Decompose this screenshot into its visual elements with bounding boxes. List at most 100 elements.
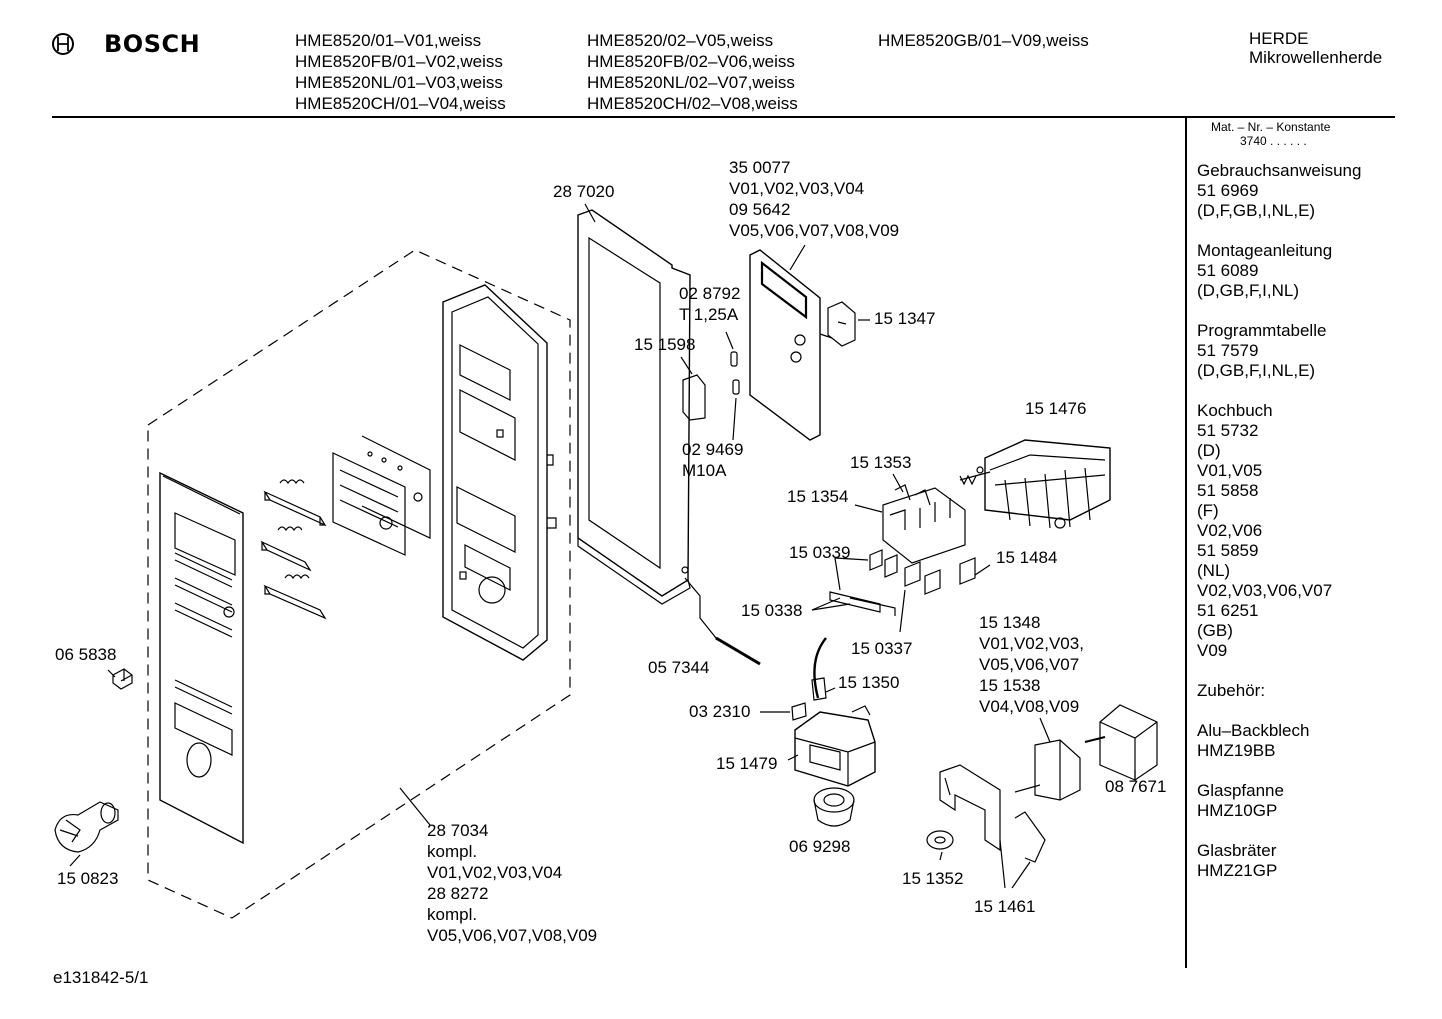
doc-group-installation: Montageanleitung 51 6089 (D,GB,F,I,NL) [1197,241,1432,301]
doc-group-glass-roaster: Glasbräter HMZ21GP [1197,841,1432,881]
fuse-holder [682,374,706,421]
part-number: 28 8272 [427,884,489,903]
doc-line: Montageanleitung [1197,241,1333,260]
doc-line: Alu–Backblech [1197,721,1310,740]
model-entry: HME8520FB/01–V02,weiss [295,52,503,71]
doc-line: HMZ21GP [1197,861,1278,880]
doc-line: 51 6969 [1197,181,1259,200]
doc-line: V09 [1197,641,1228,660]
document-id: e131842-5/1 [53,968,149,987]
micro-switches [869,549,976,595]
part-065838: 06 5838 [55,645,117,664]
part-028792: 02 8792 T 1,25A [679,283,740,325]
part-number: 35 0077 [729,158,791,177]
doc-group-baking-tray: Alu–Backblech HMZ19BB [1197,721,1432,761]
part-variants: V05,V06,V07 [979,655,1080,674]
small-bracket [791,702,807,721]
part-rating: M10A [682,461,727,480]
part-150823: 15 0823 [57,869,119,888]
selector-switch [959,439,1111,529]
part-350077: 35 0077 V01,V02,V03,V04 09 5642 V05,V06,… [729,157,899,241]
doc-line: (NL) [1197,561,1231,580]
model-entry: HME8520CH/01–V04,weiss [295,94,506,113]
model-entry: HME8520NL/01–V03,weiss [295,73,503,92]
part-151461: 15 1461 [974,897,1036,916]
model-list-3: HME8520GB/01–V09,weiss [878,30,1089,51]
doc-line: Zubehör: [1197,681,1266,700]
part-151598: 15 1598 [634,335,696,354]
contact-plate [332,435,431,556]
part-number: 15 1538 [979,676,1041,695]
part-variants: V01,V02,V03,V04 [729,179,865,198]
doc-line: V01,V05 [1197,461,1263,480]
part-151354: 15 1354 [787,487,849,506]
doc-group-program-table: Programmtabelle 51 7579 (D,GB,F,I,NL,E) [1197,321,1432,381]
model-list-2: HME8520/02–V05,weiss HME8520FB/02–V06,we… [587,30,798,114]
category-main: HERDE [1249,29,1309,48]
doc-group-glass-pan: Glaspfanne HMZ10GP [1197,781,1432,821]
doc-line: Kochbuch [1197,401,1273,420]
knob-pin [112,668,133,690]
control-pcb [749,249,821,441]
switch-actuators [829,591,896,616]
doc-line: Glaspfanne [1197,781,1284,800]
model-entry: HME8520CH/02–V08,weiss [587,94,798,113]
doc-line: (F) [1197,501,1219,520]
part-029469: 02 9469 M10A [682,439,743,481]
part-150338: 15 0338 [741,601,803,620]
material-constant-title: Mat. – Nr. – Konstante [1211,120,1331,134]
part-087671: 08 7671 [1105,777,1167,796]
doc-line: (D) [1197,441,1221,460]
part-151352: 15 1352 [902,869,964,888]
front-panel [159,471,244,845]
doc-line: (D,GB,F,I,NL,E) [1197,361,1316,380]
doc-line: Programmtabelle [1197,321,1327,340]
document-list: Gebrauchsanweisung 51 6969 (D,F,GB,I,NL,… [1197,161,1432,901]
doc-line: 51 5858 [1197,481,1259,500]
rotary-switch [1014,739,1081,801]
transformer [794,705,876,787]
doc-group-accessories-heading: Zubehör: [1197,681,1432,701]
material-constant-value: 3740 . . . . . . [1240,134,1307,148]
part-287034: 28 7034 kompl. V01,V02,V03,V04 28 8272 k… [427,820,597,946]
switch-frame [882,484,966,564]
part-variants: V05,V06,V07,V08,V09 [729,221,900,240]
doc-line: 51 5732 [1197,421,1259,440]
back-frame [577,209,691,605]
doc-group-manual: Gebrauchsanweisung 51 6969 (D,F,GB,I,NL,… [1197,161,1432,221]
lamp-socket [811,637,827,701]
part-150339: 15 0339 [789,543,851,562]
fan-motor [813,787,855,827]
part-151350: 15 1350 [838,673,900,692]
brand-name: BOSCH [104,30,201,58]
model-list-1: HME8520/01–V01,weiss HME8520FB/01–V02,we… [295,30,506,114]
part-057344: 05 7344 [648,658,710,677]
part-151484: 15 1484 [996,548,1058,567]
part-note: kompl. [427,905,478,924]
doc-line: V02,V06 [1197,521,1263,540]
part-rating: T 1,25A [679,305,739,324]
model-entry: HME8520NL/02–V07,weiss [587,73,795,92]
ground-wire [684,577,761,666]
material-constant: Mat. – Nr. – Konstante 3740 . . . . . . [1211,120,1330,148]
part-number: 02 9469 [682,440,744,459]
control-knob [54,801,119,853]
part-note: kompl. [427,842,478,861]
doc-line: 51 7579 [1197,341,1259,360]
doc-line: (D,F,GB,I,NL,E) [1197,201,1316,220]
doc-line: (D,GB,F,I,NL) [1197,281,1300,300]
model-entry: HME8520/02–V05,weiss [587,31,774,50]
cable-grommet [926,830,954,850]
model-entry: HME8520GB/01–V09,weiss [878,31,1089,50]
part-variants: V04,V08,V09 [979,697,1080,716]
fuses [730,351,740,395]
keypad-buttons [260,479,327,620]
doc-line: 51 6089 [1197,261,1259,280]
doc-line: Gebrauchsanweisung [1197,161,1362,180]
rotary-encoder [819,301,856,347]
doc-line: V02,V03,V06,V07 [1197,581,1333,600]
part-151479: 15 1479 [716,754,778,773]
doc-line: HMZ10GP [1197,801,1278,820]
part-number: 09 5642 [729,200,791,219]
part-number: 28 7034 [427,821,489,840]
